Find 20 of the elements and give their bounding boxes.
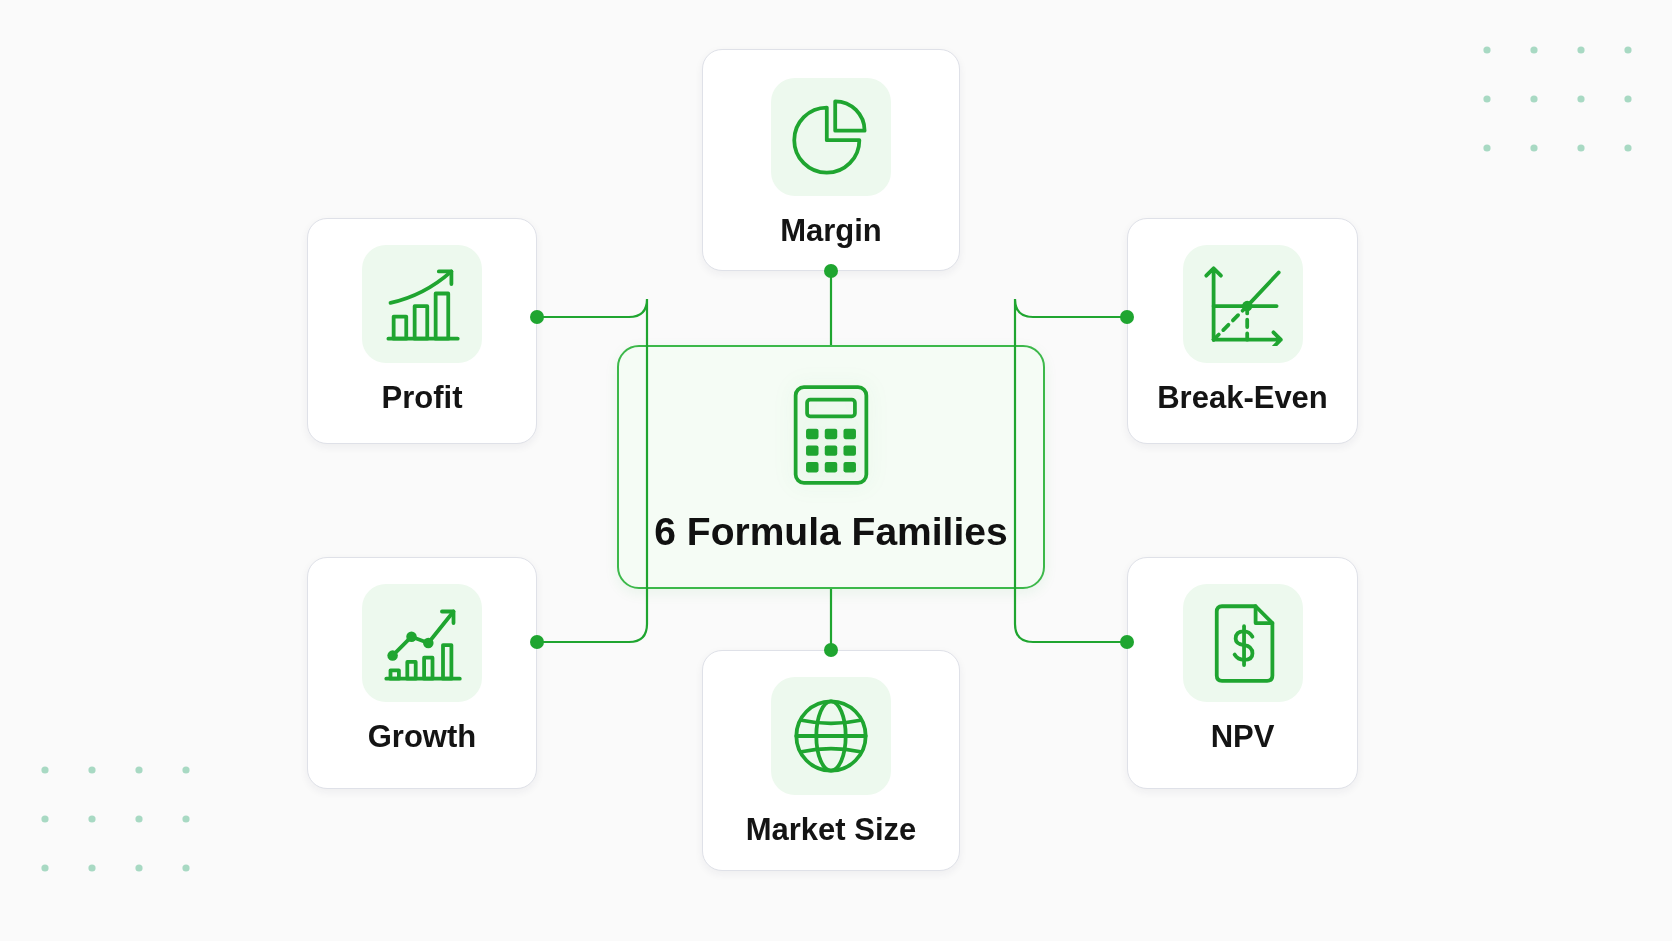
connector-line	[824, 264, 838, 345]
topic-card	[1127, 218, 1358, 444]
topic-card	[307, 218, 537, 444]
hub-title: 6 Formula Families	[654, 509, 1008, 555]
connector-line	[530, 297, 649, 589]
card-label: Break-Even	[1157, 379, 1328, 417]
connector-line	[1013, 297, 1134, 589]
card-label: NPV	[1210, 718, 1275, 756]
topic-card	[702, 49, 960, 271]
topic-card	[307, 557, 537, 789]
topic-card	[702, 650, 960, 871]
connector-line	[530, 589, 649, 649]
card-label: Growth	[367, 718, 477, 756]
card-label: Market Size	[745, 811, 917, 849]
connector-line	[1013, 589, 1134, 649]
topic-card	[1127, 557, 1358, 789]
card-label: Profit	[381, 379, 463, 417]
hub-card	[617, 345, 1045, 589]
connector-line	[824, 589, 838, 657]
card-label: Margin	[780, 212, 882, 250]
